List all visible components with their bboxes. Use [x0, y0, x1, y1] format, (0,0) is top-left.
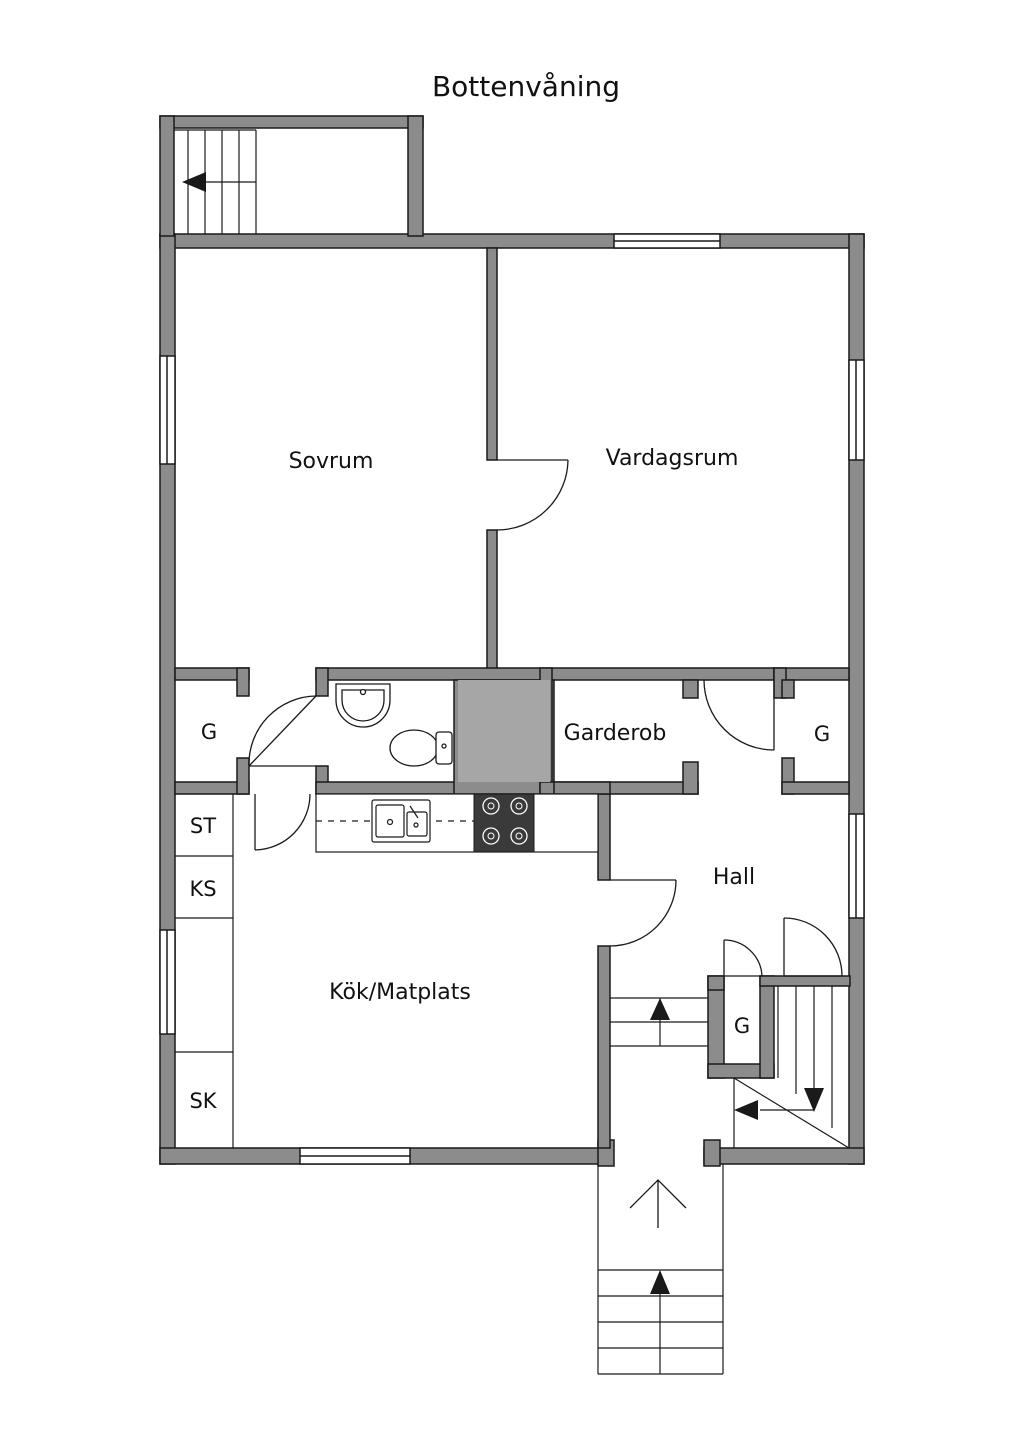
- stair-arrow-icon: [734, 1100, 758, 1120]
- room-label-hall: Hall: [713, 865, 755, 890]
- closet-label-sk: SK: [189, 1089, 217, 1113]
- stair-arrow-icon: [182, 172, 206, 192]
- door-swing-icon: [254, 793, 311, 851]
- door-swing-icon: [248, 695, 317, 767]
- walls: [159, 115, 865, 1167]
- room-label-sovrum: Sovrum: [289, 449, 374, 474]
- shaft: [458, 680, 550, 782]
- entrance-arrow-icon: [629, 1179, 687, 1228]
- stair-arrow-icon: [650, 998, 670, 1020]
- room-label-vardagsrum: Vardagsrum: [606, 446, 739, 471]
- toilet-icon: [389, 729, 453, 767]
- window-icon: [159, 929, 176, 1035]
- hall-stair: [610, 997, 708, 1047]
- entrance-steps: [597, 1164, 724, 1375]
- window-icon: [613, 233, 721, 249]
- closet-label-st: ST: [190, 814, 216, 838]
- windows: [159, 233, 865, 1165]
- stair-arrow-icon: [650, 1270, 670, 1294]
- door-swing-icon: [723, 939, 763, 977]
- door-swing-icon: [703, 679, 775, 751]
- door-swing-icon: [609, 879, 677, 947]
- door-swing-icon: [783, 917, 843, 977]
- window-icon: [848, 359, 865, 461]
- room-label-kok: Kök/Matplats: [329, 980, 471, 1005]
- floor-title: Bottenvåning: [432, 70, 620, 103]
- window-icon: [848, 813, 865, 919]
- stove-icon: [473, 793, 535, 853]
- window-icon: [299, 1147, 411, 1165]
- sink-icon: [335, 683, 391, 728]
- room-label-garderob: Garderob: [564, 721, 667, 746]
- closet-label-g-right: G: [814, 722, 830, 746]
- left-closets: [175, 794, 234, 1148]
- door-swings: [248, 459, 843, 977]
- closet-label-ks: KS: [189, 877, 216, 901]
- cellar-stair: [733, 986, 850, 1149]
- kitchen-counter: [315, 793, 599, 853]
- sink-icon: [371, 799, 431, 843]
- closet-label-g-stair: G: [734, 1014, 750, 1038]
- window-icon: [159, 355, 176, 465]
- closet-label-g-left: G: [201, 720, 217, 744]
- stair-arrow-icon: [804, 1088, 824, 1112]
- door-swing-icon: [496, 459, 569, 531]
